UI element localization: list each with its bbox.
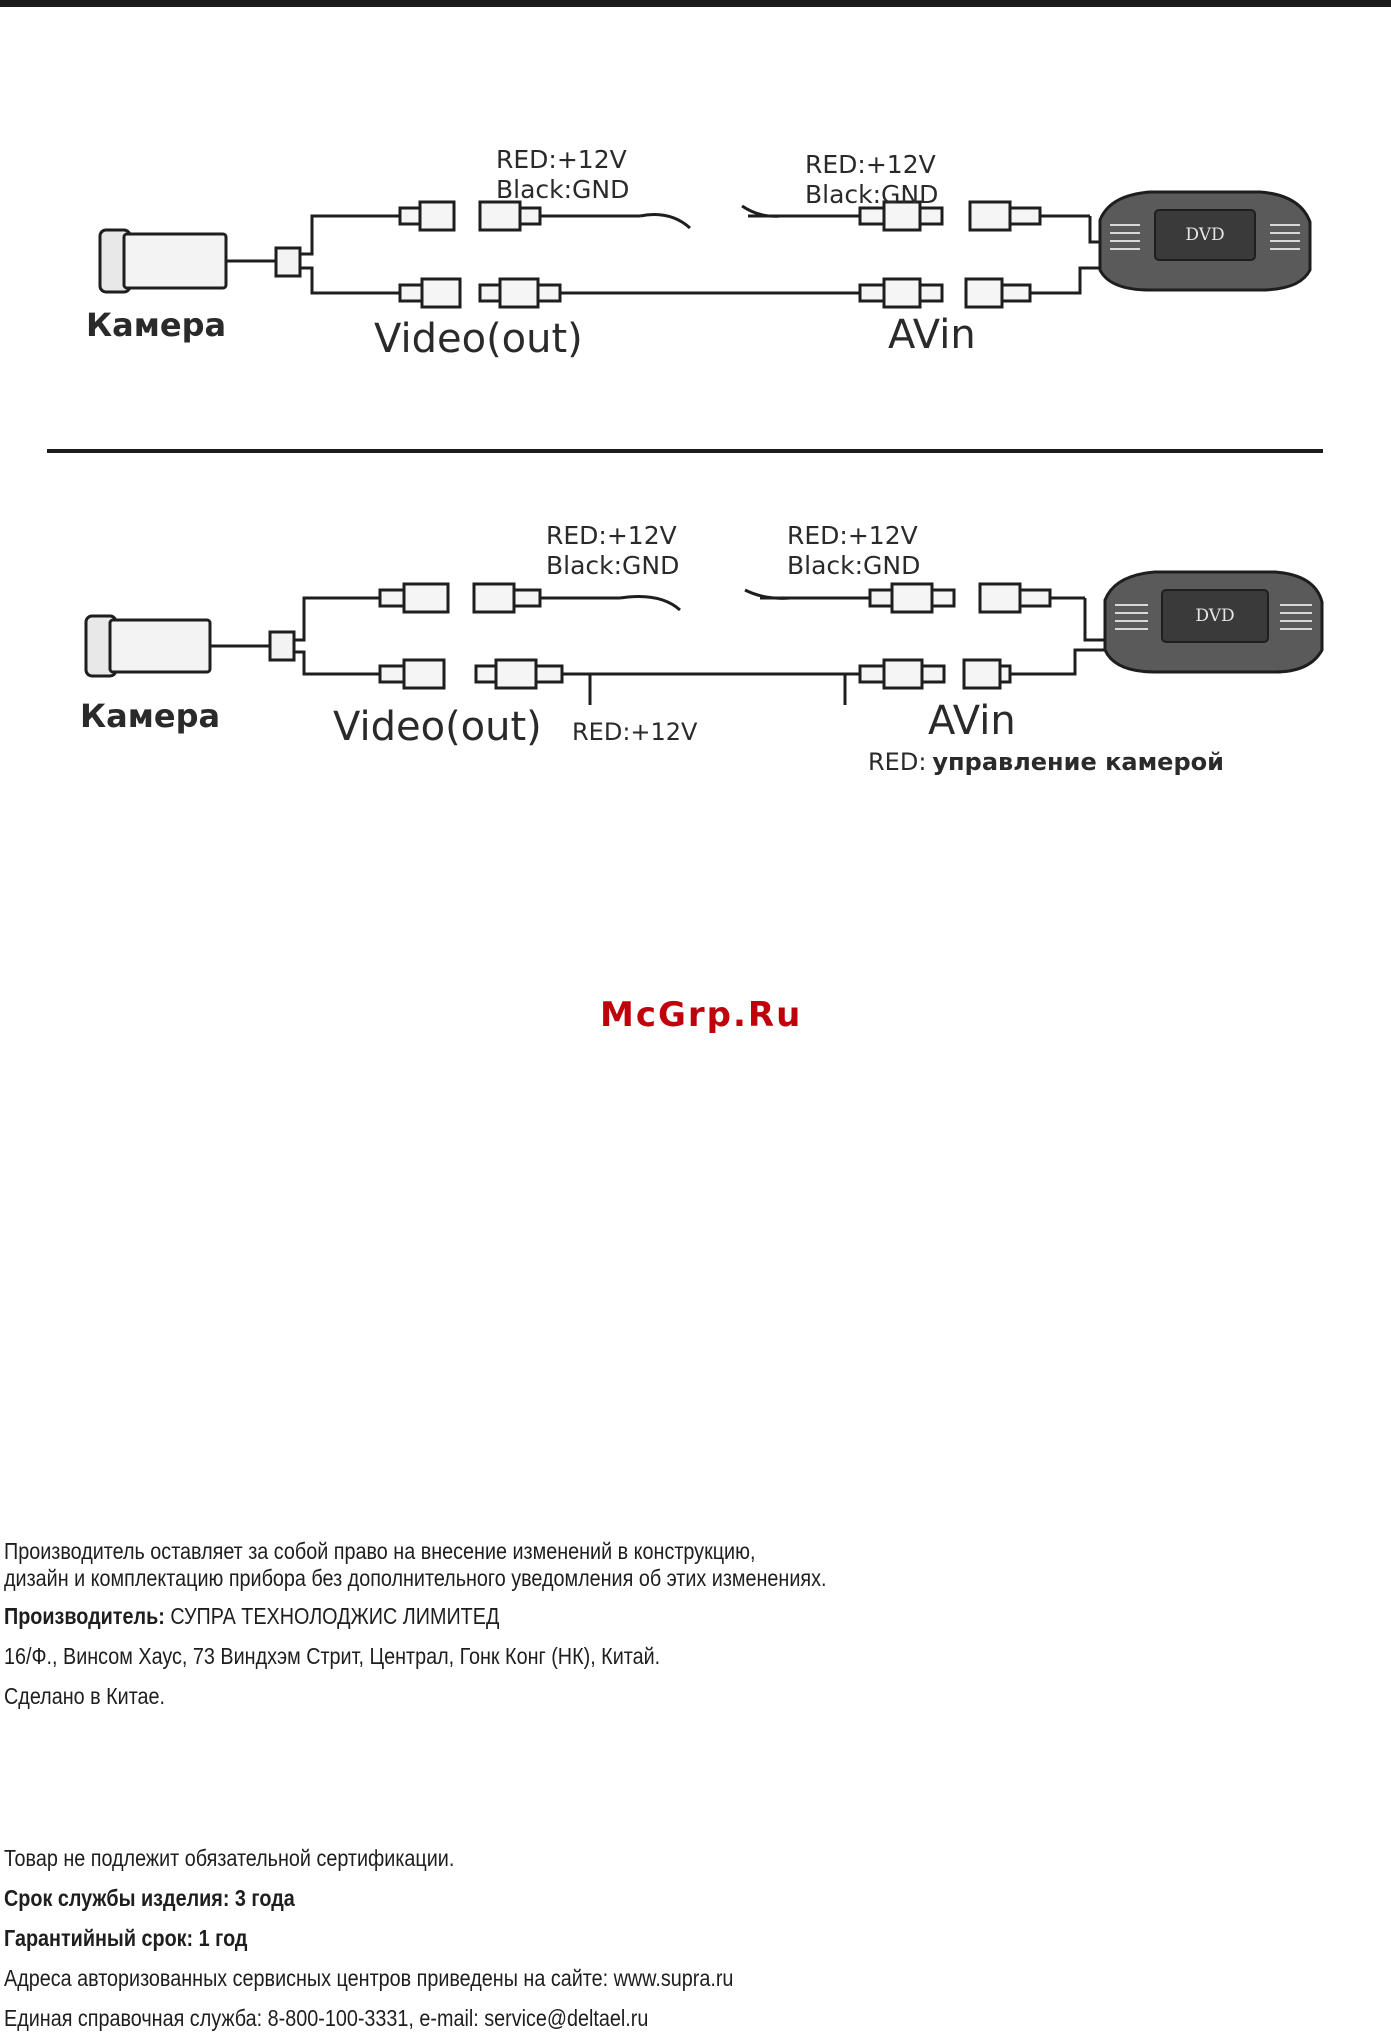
video-connector-left (378, 658, 564, 690)
service-centers: Адреса авторизованных сервисных центров … (4, 1965, 734, 1991)
video-red-label: RED:+12V (572, 718, 698, 746)
avin-label: AVin (928, 698, 1016, 744)
camera-icon (98, 228, 302, 294)
avin-connector-right (858, 658, 1012, 690)
video-out-label: Video(out) (333, 704, 542, 750)
warranty-period: Гарантийный срок: 1 год (4, 1925, 248, 1951)
wiring-diagram-camera-control: DVD RED:+12V Black:GND RED:+12V Black:GN… (80, 521, 1324, 776)
power-red-label-right: RED:+12V (805, 150, 936, 179)
manufacturer-name: СУПРА ТЕХНОЛОДЖИС ЛИМИТЕД (170, 1603, 500, 1629)
dvd-head-unit-icon: DVD (1103, 570, 1324, 674)
certification-note: Товар не подлежит обязательной сертифика… (4, 1845, 455, 1871)
made-in: Сделано в Китае. (4, 1683, 166, 1709)
camera-label: Камера (86, 306, 226, 344)
video-connector-left (398, 277, 562, 309)
top-rule (0, 0, 1391, 7)
manufacturer-label: Производитель: (4, 1603, 165, 1629)
disclaimer-line-1: Производитель оставляет за собой право н… (4, 1538, 756, 1564)
section-divider (47, 449, 1323, 453)
manufacturer-address: 16/Ф., Винсом Хаус, 73 Виндхэм Стрит, Це… (4, 1643, 661, 1669)
power-red-label-left: RED:+12V (496, 145, 627, 174)
power-black-label-right: Black:GND (805, 180, 938, 209)
watermark: McGrp.Ru (600, 995, 803, 1035)
video-out-label: Video(out) (374, 316, 583, 362)
dvd-head-unit-icon: DVD (1098, 190, 1312, 292)
power-red-label-left: RED:+12V (546, 521, 677, 550)
power-connector-right (868, 582, 1052, 614)
camera-label: Камера (80, 697, 220, 735)
power-connector-right (858, 200, 1042, 232)
helpline: Единая справочная служба: 8-800-100-3331… (4, 2005, 649, 2031)
manufacturer-line: Производитель: СУПРА ТЕХНОЛОДЖИС ЛИМИТЕД (4, 1603, 499, 1630)
svg-text:DVD: DVD (1185, 225, 1224, 245)
camera-icon (84, 614, 296, 678)
avin-label: AVin (888, 312, 976, 358)
power-connector-left (398, 200, 542, 232)
power-black-label-right: Black:GND (787, 551, 920, 580)
svg-text:DVD: DVD (1195, 606, 1234, 626)
disclaimer-line-2: дизайн и комплектацию прибора без дополн… (4, 1565, 827, 1591)
power-black-label-left: Black:GND (546, 551, 679, 580)
service-life: Срок службы изделия: 3 года (4, 1885, 295, 1911)
avin-red-label: RED:управление камерой (868, 748, 1224, 776)
power-connector-left (378, 582, 542, 614)
wiring-diagram-basic: DVD RED:+12V Black:GND RED:+12V Black:GN… (86, 145, 1312, 362)
power-black-label-left: Black:GND (496, 175, 629, 204)
avin-connector-right (858, 277, 1032, 309)
power-red-label-right: RED:+12V (787, 521, 918, 550)
